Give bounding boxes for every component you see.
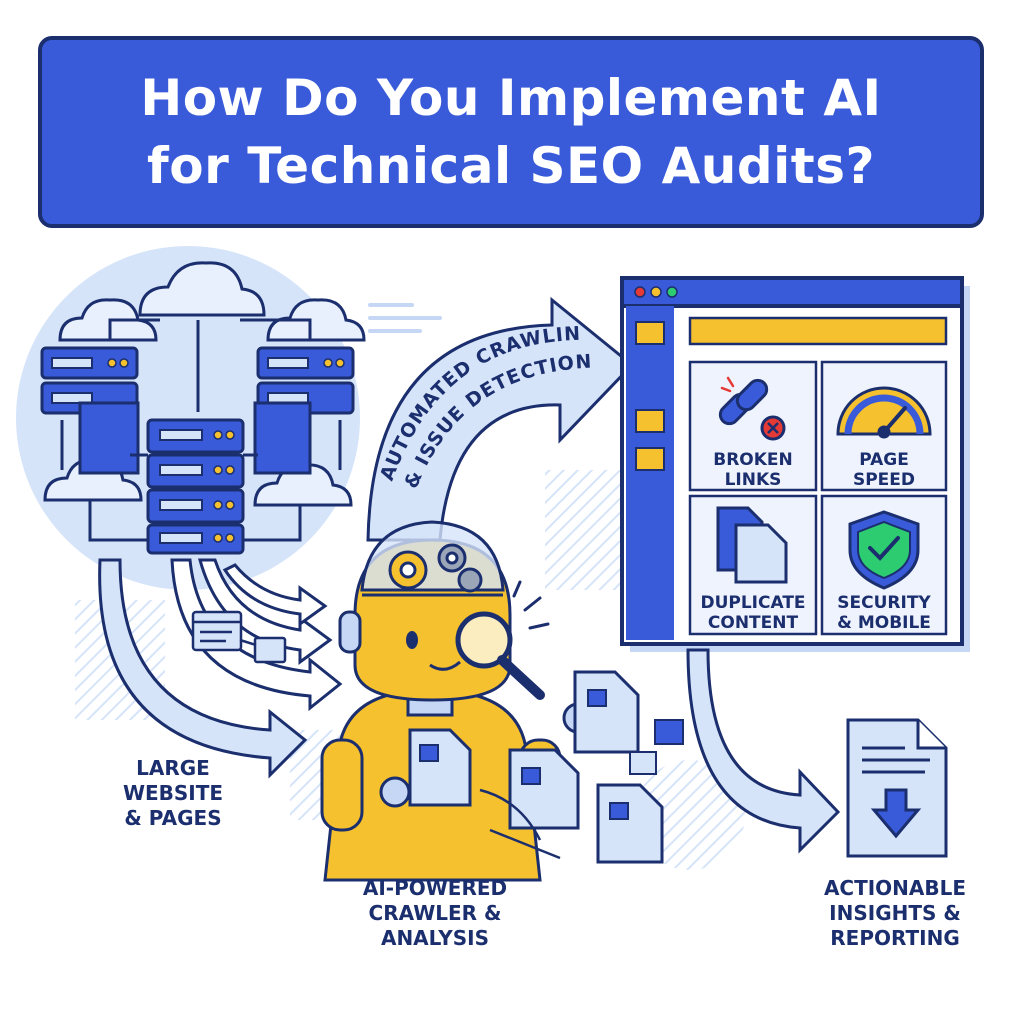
speedometer-icon xyxy=(836,386,932,439)
tile-label-broken-links: BROKEN LINKS xyxy=(690,450,816,490)
tile-label-line-1: PAGE xyxy=(859,450,909,470)
automated-crawling-arrow xyxy=(366,296,635,542)
tile-label-line-2: SPEED xyxy=(852,470,916,490)
document-icons xyxy=(408,670,684,864)
shield-check-icon xyxy=(848,510,920,590)
stage-label-line-3: REPORTING xyxy=(830,926,960,950)
tile-label-duplicate-content: DUPLICATE CONTENT xyxy=(690,593,816,633)
broken-link-icon xyxy=(718,376,786,441)
tile-label-line-1: DUPLICATE xyxy=(700,593,806,613)
data-flow-arrows xyxy=(98,558,343,779)
stage-label-line-1: ACTIONABLE xyxy=(823,876,967,900)
title-banner: How Do You Implement AI for Technical SE… xyxy=(38,36,984,228)
stage-label-report: ACTIONABLE INSIGHTS & REPORTING xyxy=(800,876,990,951)
stage-label-line-2: INSIGHTS & xyxy=(829,901,961,925)
title-line-2: for Technical SEO Audits? xyxy=(147,137,875,195)
cloud-icon xyxy=(43,261,366,507)
audit-dashboard-window xyxy=(620,276,970,652)
duplicate-docs-icon xyxy=(716,506,788,584)
report-download-icon xyxy=(846,718,948,858)
stage-label-line-2: CRAWLER & xyxy=(368,901,502,925)
tile-label-line-2: CONTENT xyxy=(707,613,799,633)
tile-label-line-1: SECURITY xyxy=(837,593,931,613)
stage-label-line-3: & PAGES xyxy=(124,806,222,830)
stage-label-line-1: AI-POWERED xyxy=(362,876,508,900)
tile-label-line-2: & MOBILE xyxy=(837,613,931,633)
server-stack-icon xyxy=(40,346,355,555)
title-line-1: How Do You Implement AI xyxy=(140,69,882,127)
page-card-icon xyxy=(191,610,287,664)
network-connectors xyxy=(60,318,342,542)
tile-label-security-mobile: SECURITY & MOBILE xyxy=(822,593,946,633)
tile-label-line-2: LINKS xyxy=(724,470,782,490)
stage-label-website: LARGE WEBSITE & PAGES xyxy=(98,756,248,831)
report-flow-arrow xyxy=(686,648,841,854)
stage-label-line-3: ANALYSIS xyxy=(380,926,490,950)
tile-label-page-speed: PAGE SPEED xyxy=(822,450,946,490)
stage-label-crawler: AI-POWERED CRAWLER & ANALYSIS xyxy=(340,876,530,951)
stage-label-line-1: LARGE xyxy=(136,756,210,780)
tile-label-line-1: BROKEN xyxy=(713,450,793,470)
stage-label-line-2: WEBSITE xyxy=(122,781,224,805)
